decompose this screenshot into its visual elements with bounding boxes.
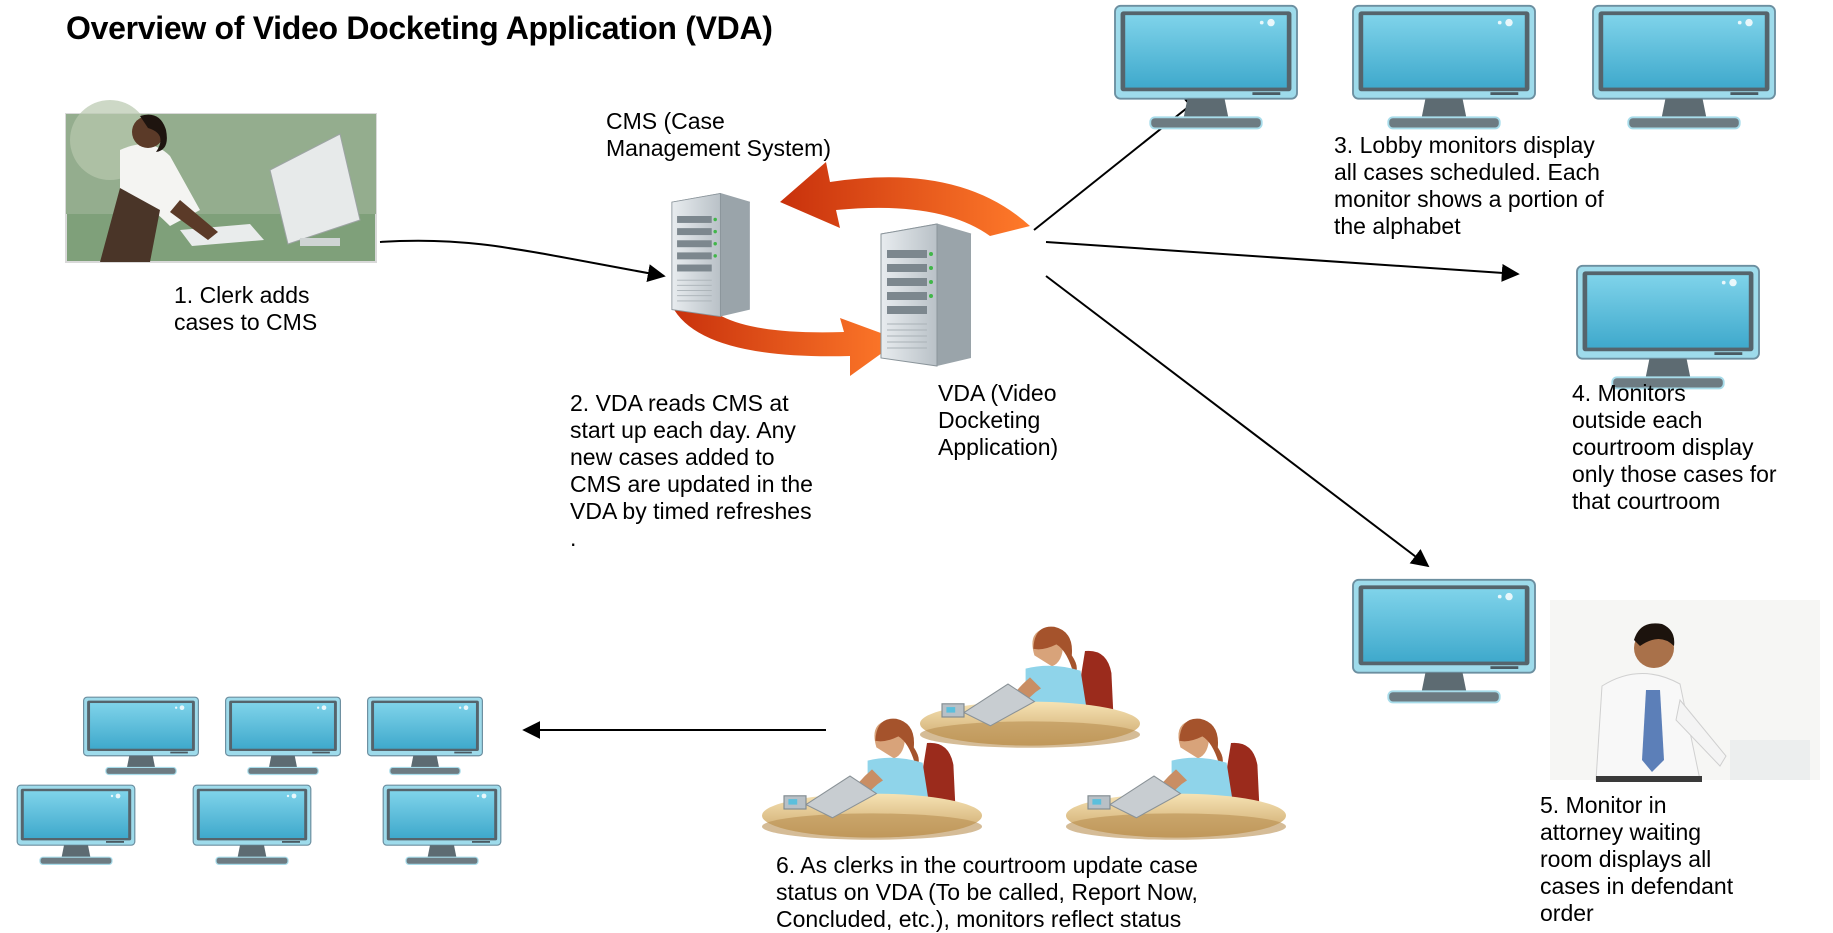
step-2-caption: 2. VDA reads CMS at start up each day. A… xyxy=(570,390,813,551)
lobby-monitor-icon xyxy=(1113,4,1299,130)
status-monitor-icon xyxy=(366,696,484,776)
lobby-monitor-icon xyxy=(1591,4,1777,130)
courtroom-monitor-icon xyxy=(1575,264,1761,390)
status-monitor-icon xyxy=(16,784,136,866)
vda-label: VDA (Video Docketing Application) xyxy=(938,380,1059,460)
arrow-vda-to-lobby xyxy=(1033,94,1204,231)
step-6-caption: 6. As clerks in the courtroom update cas… xyxy=(776,852,1198,932)
status-monitor-icon xyxy=(382,784,502,866)
sync-arrows xyxy=(672,162,1030,376)
status-monitor-icon xyxy=(82,696,200,776)
arrow-vda-to-attorney-room xyxy=(1045,275,1430,568)
cms-server-icon xyxy=(671,192,751,318)
step-1-caption: 1. Clerk adds cases to CMS xyxy=(174,282,318,335)
status-monitor-icon xyxy=(192,784,312,866)
courtroom-clerk-icon xyxy=(920,626,1140,749)
lobby-monitor-icon xyxy=(1351,4,1537,130)
attorney-photo xyxy=(1550,600,1820,782)
attorney-room-monitor-icon xyxy=(1351,578,1537,704)
arrow-vda-to-courtroom xyxy=(1045,241,1520,282)
vda-server-icon xyxy=(880,223,972,367)
status-monitor-icon xyxy=(224,696,342,776)
arrow-clerk-to-cms xyxy=(379,239,666,282)
cms-label: CMS (Case Management System) xyxy=(606,108,831,161)
clerk-photo xyxy=(65,100,377,263)
step-4-caption: 4. Monitors outside each courtroom displ… xyxy=(1572,380,1777,514)
page-title: Overview of Video Docketing Application … xyxy=(66,10,773,46)
step-3-caption: 3. Lobby monitors display all cases sche… xyxy=(1334,132,1604,239)
step-5-caption: 5. Monitor in attorney waiting room disp… xyxy=(1540,792,1734,926)
